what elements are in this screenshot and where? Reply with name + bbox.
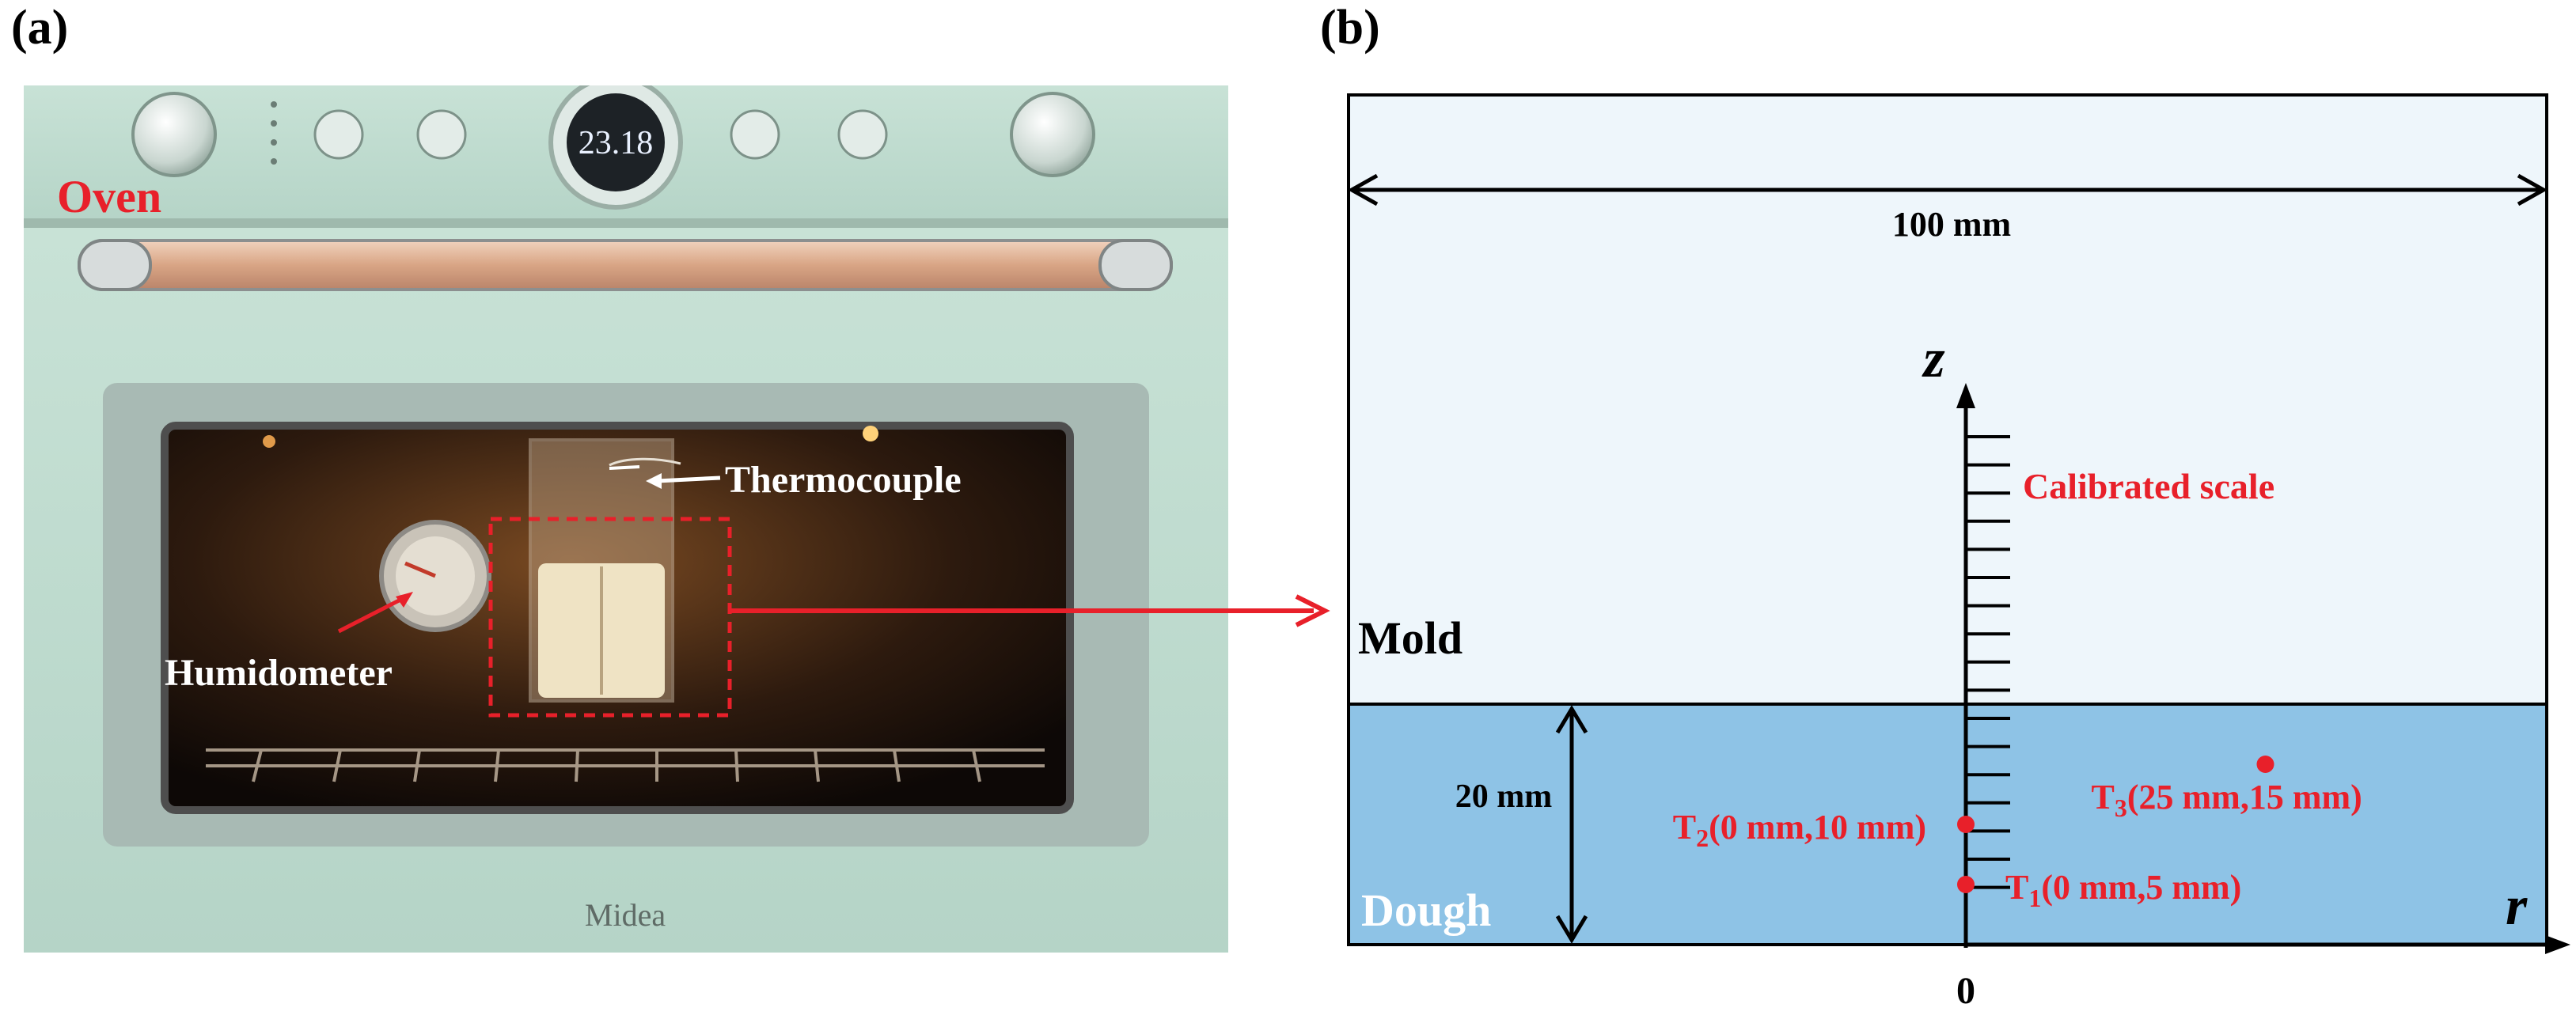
sample-region-box	[488, 517, 732, 718]
mold-region	[1347, 93, 2548, 706]
preheat-button	[313, 109, 364, 160]
calibrated-scale	[1966, 435, 2010, 889]
right-dial	[1010, 92, 1095, 177]
brand-logo: Midea	[585, 897, 666, 933]
pause-button	[837, 109, 888, 160]
r-axis-label: r	[2506, 876, 2528, 937]
dough-label: Dough	[1361, 885, 1491, 936]
humidometer-label: Humidometer	[165, 652, 393, 694]
dough-region	[1347, 703, 2548, 946]
width-label: 100 mm	[1892, 205, 2011, 244]
panel-b-letter: (b)	[1320, 1, 1380, 55]
height-label: 20 mm	[1455, 778, 1552, 815]
measurement-point-t2	[1957, 816, 1975, 833]
scale-label: Calibrated scale	[2023, 466, 2274, 506]
left-dial	[131, 92, 217, 177]
panel-a-letter: (a)	[11, 1, 69, 55]
measurement-point-t1	[1957, 876, 1975, 893]
defrost-button	[416, 109, 467, 160]
heater-button	[730, 109, 780, 160]
mold-label: Mold	[1358, 612, 1463, 664]
origin-label: 0	[1956, 970, 1975, 1012]
point-label-t2: T2(0 mm,10 mm)	[1673, 808, 1926, 852]
point-label-t3: T3(25 mm,15 mm)	[2092, 778, 2362, 822]
oven-photo: 23.18 Oven	[24, 85, 1228, 953]
oven-label: Oven	[57, 171, 161, 222]
z-axis-label: z	[1922, 328, 1944, 389]
thermocouple-label: Thermocouple	[725, 459, 962, 501]
display-reading: 23.18	[579, 125, 654, 161]
measurement-point-t3	[2256, 756, 2274, 773]
point-label-t1: T1(0 mm,5 mm)	[2005, 868, 2241, 912]
